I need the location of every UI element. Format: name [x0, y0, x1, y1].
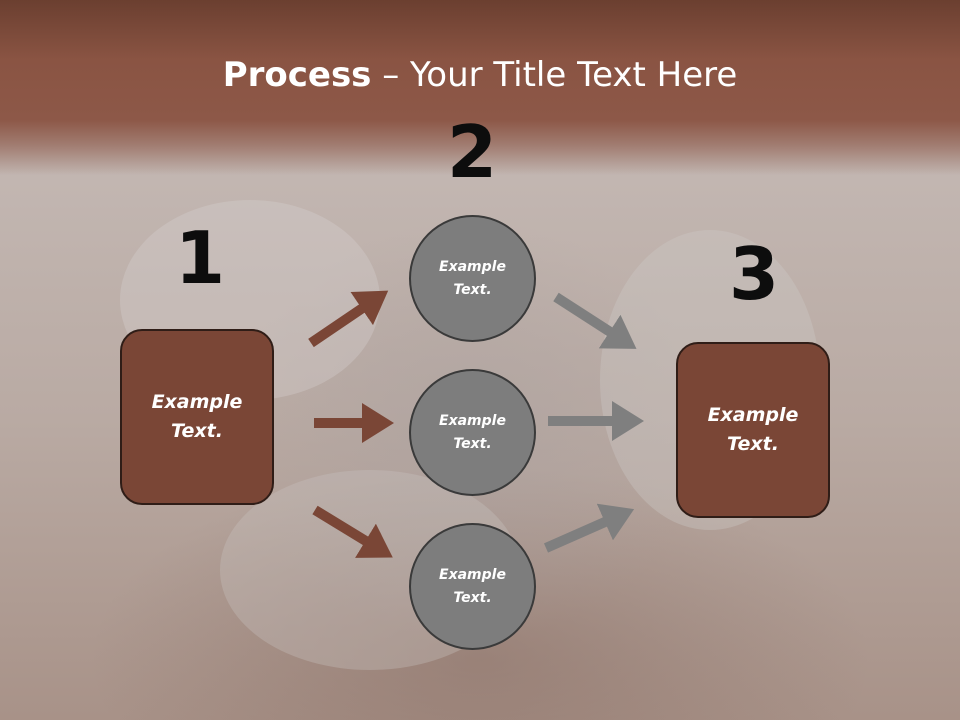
- arrow-left-to-top: [308, 290, 389, 348]
- middle-circle: Example Text.: [409, 369, 536, 496]
- right-box: Example Text.: [676, 342, 830, 518]
- title-bold-part: Process: [222, 55, 372, 95]
- top-circle: Example Text.: [409, 215, 536, 342]
- left-box-text: Example Text.: [151, 391, 243, 442]
- arrow-bottom-to-right: [543, 503, 635, 553]
- bottom-circle: Example Text.: [409, 523, 536, 650]
- step-number-1: 1: [174, 216, 226, 300]
- arrow-left-to-bottom: [312, 505, 393, 558]
- bottom-circle-text: Example Text.: [439, 566, 506, 606]
- arrow-top-to-right: [553, 292, 637, 349]
- title-rest-part: – Your Title Text Here: [371, 55, 738, 95]
- step-number-3: 3: [728, 232, 780, 316]
- left-box: Example Text.: [120, 329, 274, 505]
- top-circle-text: Example Text.: [439, 258, 506, 298]
- right-box-text: Example Text.: [707, 404, 799, 455]
- title-banner: [0, 0, 960, 175]
- slide-title: Process – Your Title Text Here: [0, 52, 960, 98]
- middle-circle-text: Example Text.: [439, 412, 506, 452]
- step-number-2: 2: [446, 110, 498, 194]
